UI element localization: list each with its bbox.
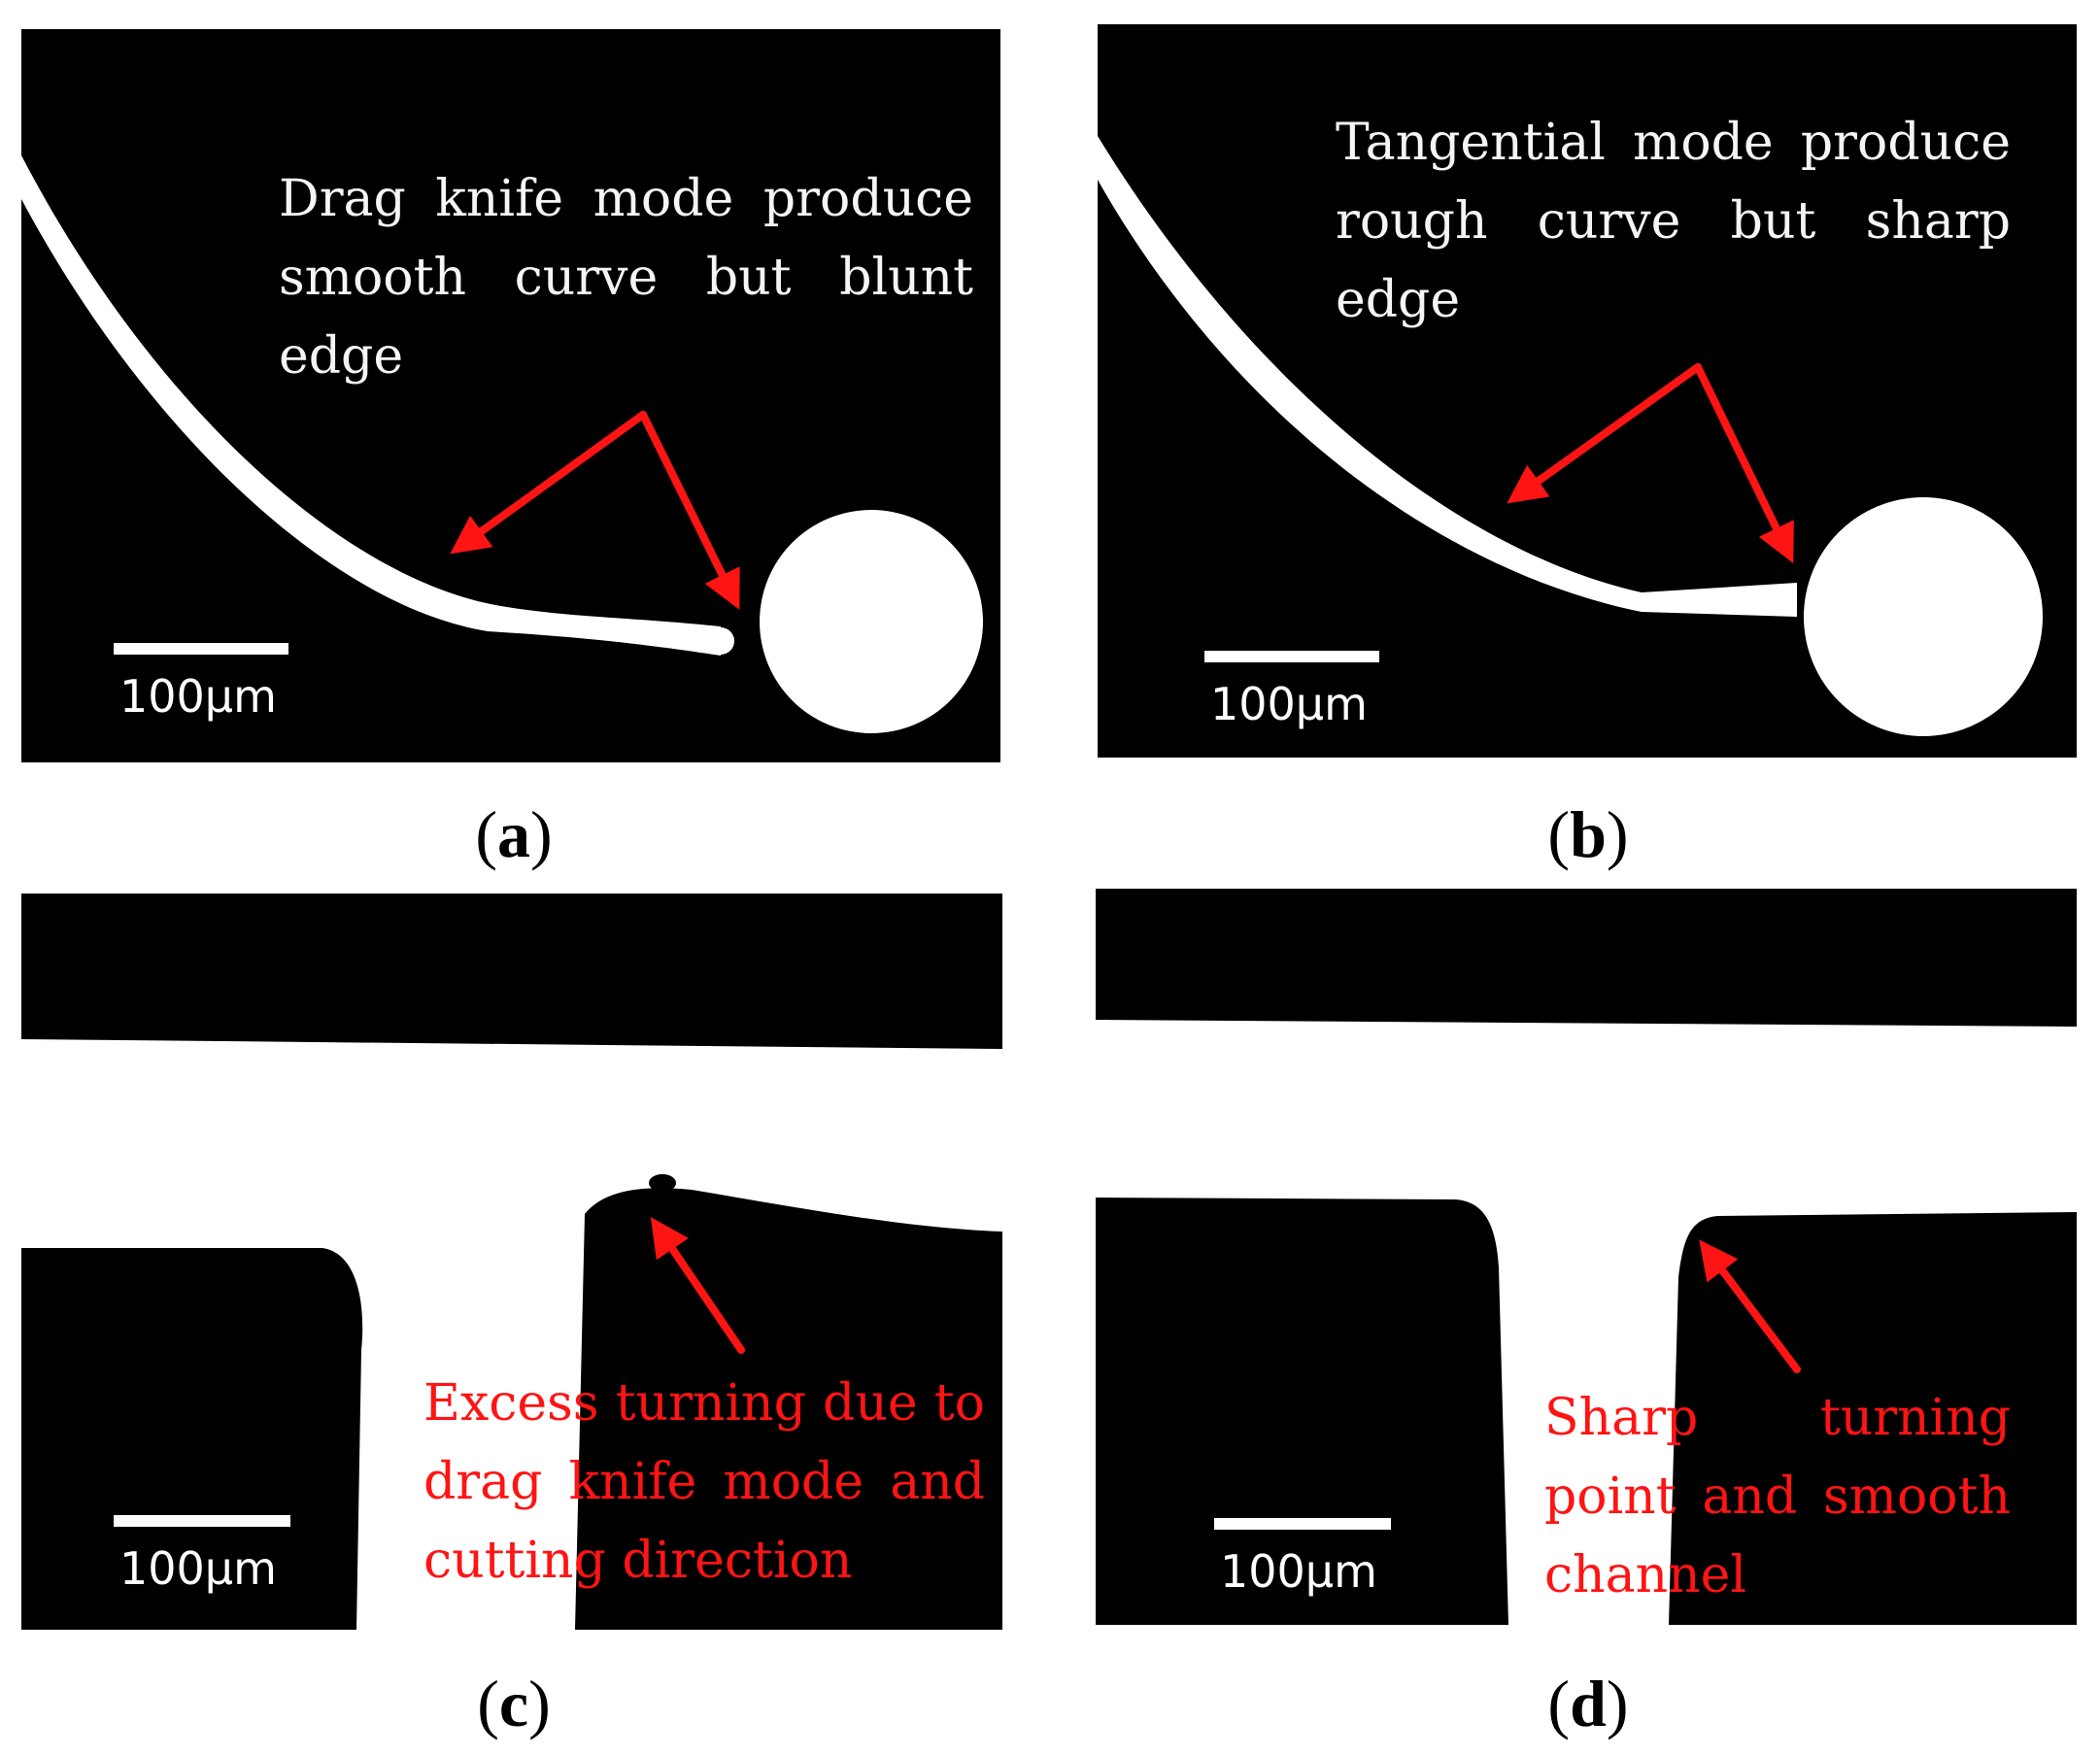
panel-b-micrograph: Tangential mode produce rough curve but … <box>1098 24 2077 758</box>
panel-a-micrograph: Drag knife mode produce smooth curve but… <box>21 29 1000 762</box>
panel-c-annotation: Excess turning due to drag knife mode an… <box>423 1374 985 1590</box>
caption-b: (b) <box>1547 797 1629 871</box>
panel-c-channel-shape <box>21 1039 1002 1630</box>
panel-b-channel-shape <box>1098 136 2043 736</box>
panel-a-channel-shape <box>21 155 983 733</box>
scale-bar-label: 100μm <box>119 670 277 723</box>
panel-b-annotation: Tangential mode produce rough curve but … <box>1336 114 2011 329</box>
panel-d-micrograph: Sharp turning point and smooth channel 1… <box>1096 889 2077 1625</box>
scale-bar-line <box>114 1515 290 1527</box>
panel-a-annotation: Drag knife mode produce smooth curve but… <box>279 170 973 386</box>
caption-c: (c) <box>477 1667 551 1740</box>
scale-bar-line <box>1214 1518 1391 1530</box>
scale-bar-line <box>1204 651 1379 662</box>
panel-d-annotation: Sharp turning point and smooth channel <box>1544 1389 2011 1604</box>
scale-bar-label: 100μm <box>119 1542 277 1595</box>
scale-bar-label: 100μm <box>1220 1545 1377 1598</box>
scale-bar-label: 100μm <box>1210 678 1368 730</box>
scale-bar-line <box>114 643 288 655</box>
caption-d: (d) <box>1547 1667 1629 1740</box>
caption-a: (a) <box>475 797 553 871</box>
panel-c-micrograph: Excess turning due to drag knife mode an… <box>21 894 1002 1630</box>
panel-d-channel-shape <box>1096 1020 2077 1625</box>
